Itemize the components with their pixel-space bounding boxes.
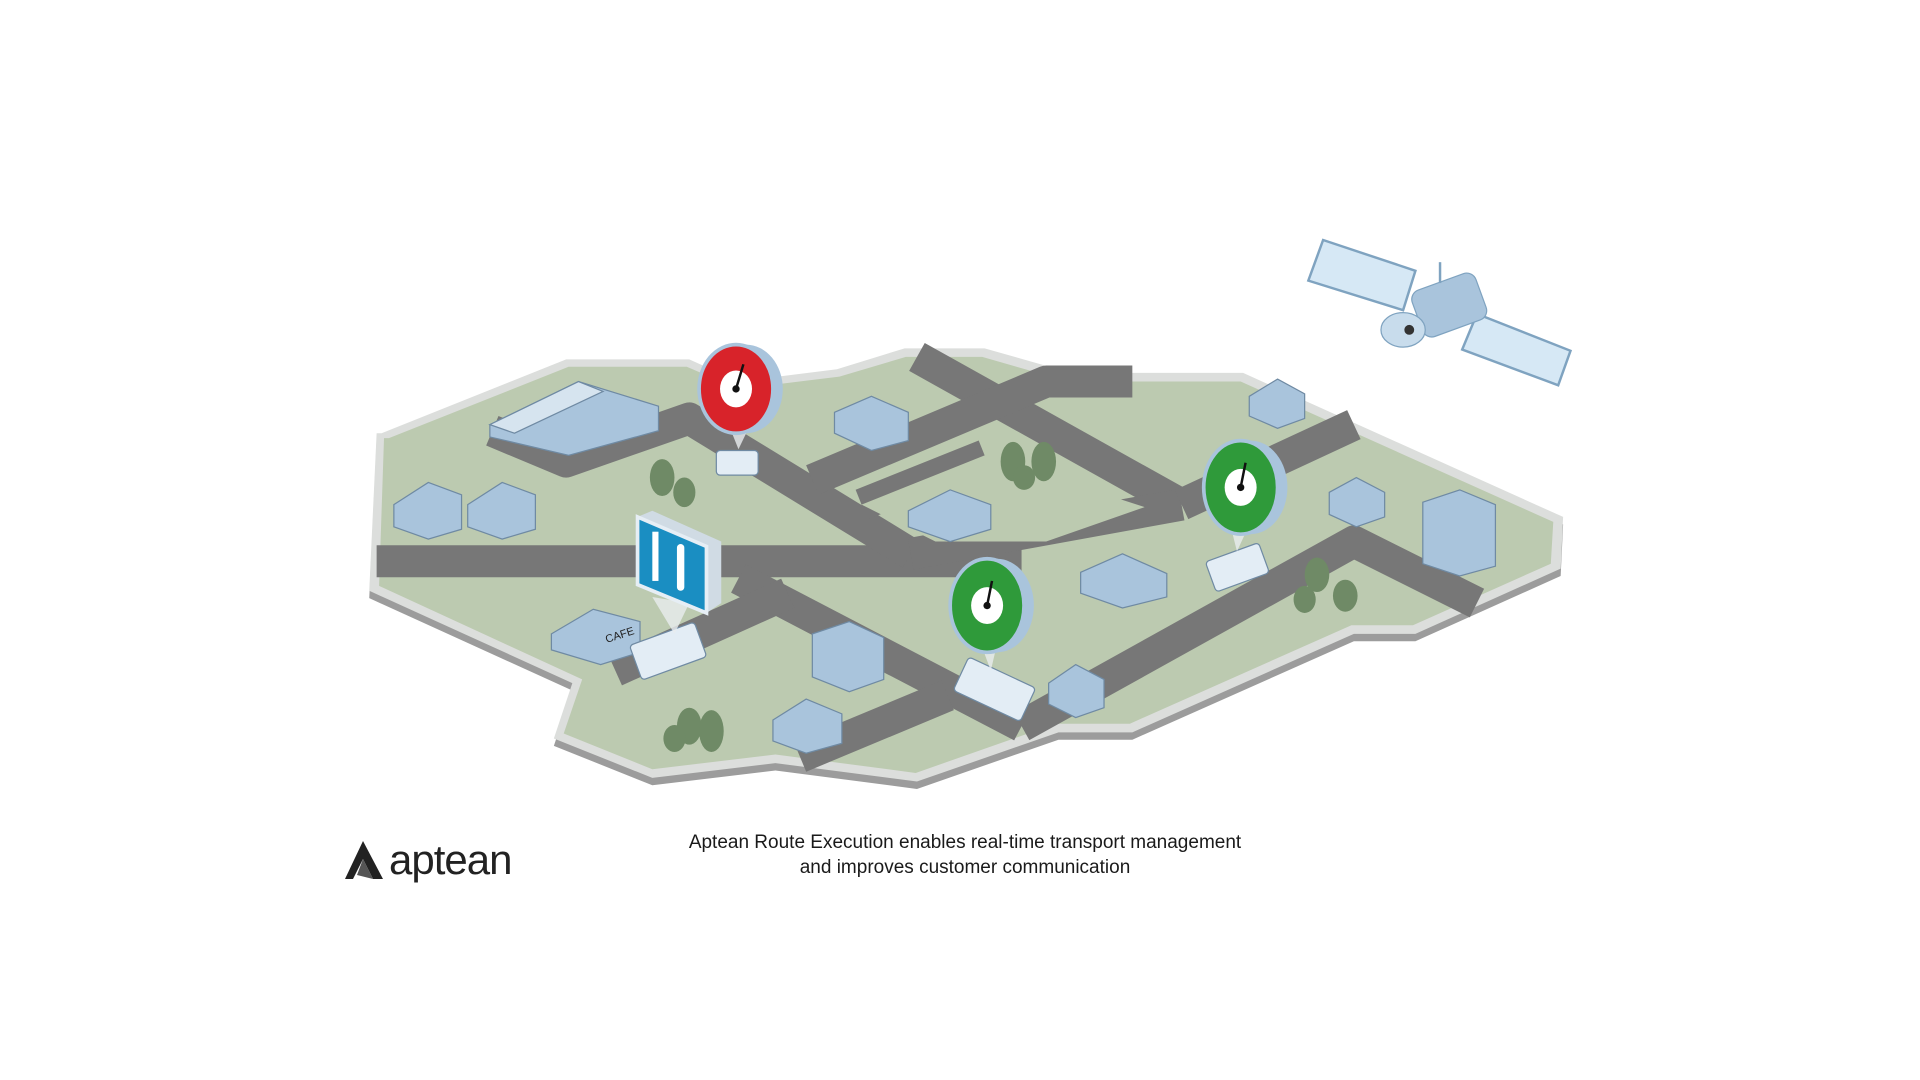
buildings (393, 378, 1497, 754)
house (393, 481, 463, 540)
aptean-logo-mark-icon (345, 841, 383, 879)
house (907, 489, 992, 543)
logo-wordmark: aptean (389, 836, 512, 883)
house (467, 481, 537, 540)
trucks (629, 449, 1270, 721)
house (1048, 663, 1105, 719)
shop (1080, 553, 1168, 609)
caption: Aptean Route Execution enables real-time… (600, 830, 1330, 880)
office-building (811, 620, 885, 693)
house (1248, 378, 1306, 429)
house (1328, 476, 1386, 528)
trees (649, 441, 1358, 753)
house (833, 395, 909, 452)
timer-green-icon (948, 556, 1034, 671)
timer-green-icon (1201, 438, 1288, 552)
caption-line-1: Aptean Route Execution enables real-time… (688, 832, 1242, 853)
satellite-icon (1306, 238, 1573, 387)
restaurant-sign-icon (635, 510, 722, 634)
aptean-logo: aptean (345, 836, 512, 884)
timer-red-icon (697, 342, 783, 450)
house (772, 698, 843, 754)
caption-line-2: and improves customer communication (799, 857, 1131, 878)
office-building (1422, 489, 1497, 577)
